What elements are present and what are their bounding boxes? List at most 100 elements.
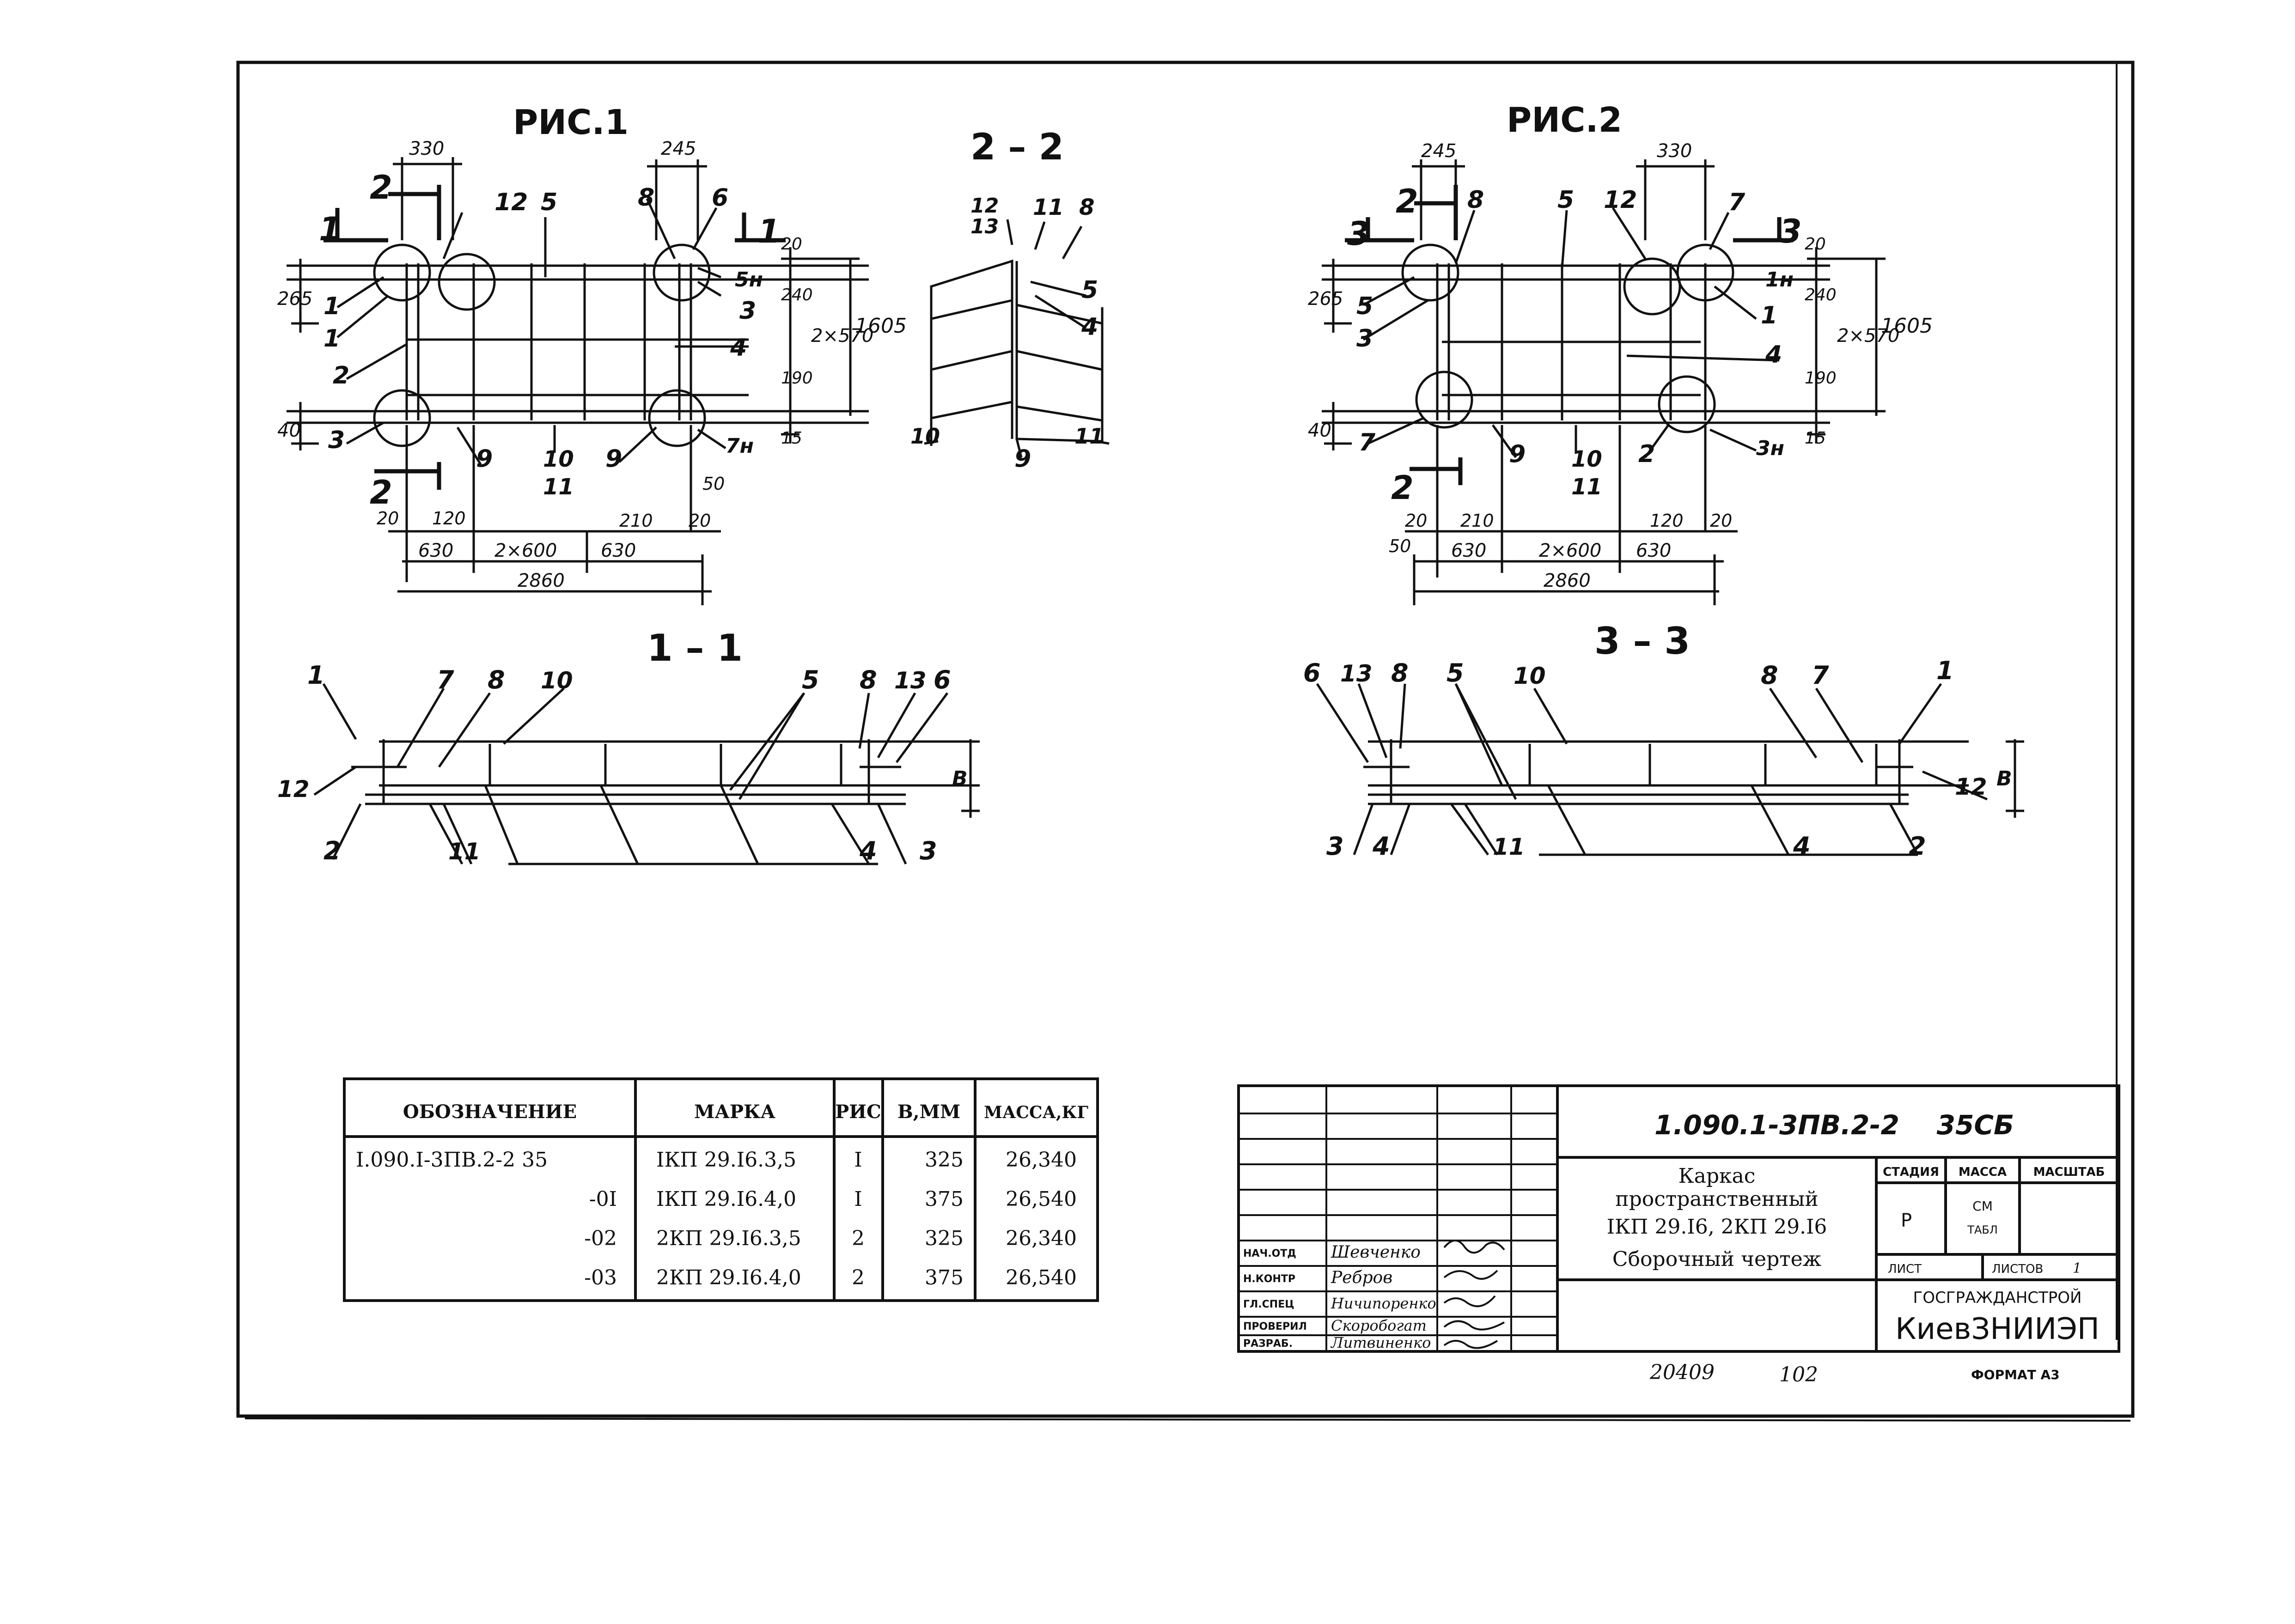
drawing-name-line1: Каркас xyxy=(1679,1164,1756,1188)
sec11-label-2: 2 xyxy=(323,836,341,865)
fig1-cut-2-top: 2 xyxy=(370,169,392,207)
sheets-value: 1 xyxy=(2073,1260,2081,1277)
fig1-dim-330: 330 xyxy=(409,138,444,159)
fig1-dim-2860: 2860 xyxy=(518,570,565,591)
sec11-label-4: 4 xyxy=(859,836,877,865)
fig2-dim-20b: 20 xyxy=(1710,511,1732,531)
signatures xyxy=(1443,1240,1505,1349)
fig1-label-3b: 3 xyxy=(739,297,756,325)
fig2-label-5b: 5 xyxy=(1557,186,1574,214)
fig2-label-5a: 5 xyxy=(1356,292,1373,320)
spec-table: ОБОЗНАЧЕНИЕ МАРКА РИС В,ММ МАССА,КГ I.09… xyxy=(343,1077,1099,1302)
fig2-label-12: 12 xyxy=(1604,186,1637,214)
fig1-dim-210: 210 xyxy=(619,511,653,531)
spec-row-b: 325 xyxy=(925,1227,964,1250)
sec33-text: 6 13 8 5 10 8 7 1 12 3 4 11 4 2 В xyxy=(1303,656,2012,861)
sec33-label-13: 13 xyxy=(1340,660,1373,687)
fig2-cut-3-left: 3 xyxy=(1347,215,1370,253)
fig2-label-1: 1 xyxy=(1761,302,1777,329)
sec33-label-11: 11 xyxy=(1493,833,1525,860)
fig1-dim-20a: 20 xyxy=(377,508,399,529)
person-norm-control: Ребров xyxy=(1331,1268,1392,1287)
fig2-cut-2-top: 2 xyxy=(1396,182,1418,220)
fig2-label-3n: 3н xyxy=(1756,437,1784,460)
sheet-label: ЛИСТ xyxy=(1888,1262,1922,1276)
fig1-label-3a: 3 xyxy=(328,426,345,454)
sec22-label-11b: 11 xyxy=(1074,424,1104,449)
fig1-label-9b: 9 xyxy=(605,445,622,473)
sec22-title: 2 – 2 xyxy=(970,127,1064,168)
fig2-dim-245: 245 xyxy=(1421,140,1456,162)
sec22-drawing xyxy=(924,219,1110,458)
fig2-dim-1605: 1605 xyxy=(1881,314,1933,338)
sec33-label-3: 3 xyxy=(1326,832,1344,861)
mass-value-1: СМ xyxy=(1972,1198,1993,1214)
fig2-dim-50: 50 xyxy=(1389,536,1411,556)
sec33-label-6: 6 xyxy=(1303,658,1321,687)
sec22-label-8: 8 xyxy=(1079,195,1094,220)
fig1-dim-2x600: 2×600 xyxy=(494,540,557,561)
person-developed: Литвиненко xyxy=(1330,1334,1431,1351)
org-name-1: ГОСГРАЖДАНСТРОЙ xyxy=(1913,1288,2082,1307)
fig2-title: РИС.2 xyxy=(1507,100,1622,140)
fig2-label-4: 4 xyxy=(1765,341,1782,369)
fig2-dim-630b: 630 xyxy=(1636,540,1671,561)
sec11-label-1: 1 xyxy=(307,661,325,690)
fig1-title: РИС.1 xyxy=(513,103,629,142)
sec11-label-11: 11 xyxy=(448,838,481,865)
spec-header-mass: МАССА,КГ xyxy=(984,1103,1088,1122)
sec11-label-12: 12 xyxy=(277,776,310,803)
spec-row-b: 325 xyxy=(925,1148,964,1172)
fig1-dim-50: 50 xyxy=(702,474,725,494)
fig1-dim-240: 240 xyxy=(781,286,813,304)
fig1-label-4: 4 xyxy=(730,334,747,362)
sec11-label-7: 7 xyxy=(437,665,454,694)
frame-bottom-cut xyxy=(244,1417,2131,1422)
footer-format: ФОРМАТ А3 xyxy=(1971,1367,2060,1382)
stage-header: СТАДИЯ xyxy=(1883,1165,1939,1179)
fig1-dim-630a: 630 xyxy=(418,540,453,561)
fig2-dim-15: 15 xyxy=(1805,429,1826,448)
role-developed: РАЗРАБ. xyxy=(1243,1338,1293,1350)
spec-row-mark: 2КП 29.I6.4,0 xyxy=(656,1266,801,1289)
fig1-cut-2-bottom: 2 xyxy=(370,474,392,511)
fig2-dim-20-right: 20 xyxy=(1805,235,1826,254)
sec22-label-4: 4 xyxy=(1081,313,1098,341)
fig1-label-11: 11 xyxy=(543,474,574,500)
fig2-label-3: 3 xyxy=(1356,325,1373,353)
fig1-dim-190: 190 xyxy=(781,369,813,388)
spec-row-fig: 2 xyxy=(852,1266,865,1289)
fig2-dim-330: 330 xyxy=(1657,140,1692,162)
fig1-dim-630b: 630 xyxy=(601,540,636,561)
drawing-name-line2: пространственный xyxy=(1615,1187,1818,1211)
fig2-label-10: 10 xyxy=(1571,446,1602,472)
fig2-label-2: 2 xyxy=(1638,440,1655,468)
footer-inventory-number: 20409 xyxy=(1649,1361,1715,1384)
sec33-label-8b: 8 xyxy=(1761,661,1778,690)
sec11-label-8b: 8 xyxy=(860,665,877,694)
sec11-label-13: 13 xyxy=(894,667,927,694)
sec33-title: 3 – 3 xyxy=(1594,620,1690,663)
sec33-label-4b: 4 xyxy=(1793,832,1811,861)
sec33-label-2: 2 xyxy=(1909,832,1926,861)
stage-value: Р xyxy=(1901,1210,1912,1231)
spec-row-mark: IКП 29.I6.3,5 xyxy=(656,1148,796,1172)
spec-row-fig: I xyxy=(854,1187,862,1211)
spec-row-mass: 26,540 xyxy=(1006,1266,1077,1289)
spec-row-b: 375 xyxy=(925,1266,964,1289)
fig2-dim-20a: 20 xyxy=(1405,511,1427,531)
footer-number: 102 xyxy=(1779,1363,1818,1387)
spec-row-designation: -03 xyxy=(584,1266,617,1289)
sec33-drawing xyxy=(1316,683,2024,856)
sec11-title: 1 – 1 xyxy=(647,626,743,669)
fig2-dim-210: 210 xyxy=(1460,511,1494,531)
sec11-label-6: 6 xyxy=(934,665,951,694)
fig1-label-6: 6 xyxy=(712,184,728,212)
sec22-label-13: 13 xyxy=(970,215,999,238)
fig1-cut-1-right: 1 xyxy=(758,213,781,250)
spec-row-designation: -0I xyxy=(589,1187,617,1211)
fig1-drawing xyxy=(287,157,869,605)
spec-row-b: 375 xyxy=(925,1187,964,1211)
sec22-label-5: 5 xyxy=(1081,276,1098,304)
spec-header-fig: РИС xyxy=(835,1101,881,1123)
